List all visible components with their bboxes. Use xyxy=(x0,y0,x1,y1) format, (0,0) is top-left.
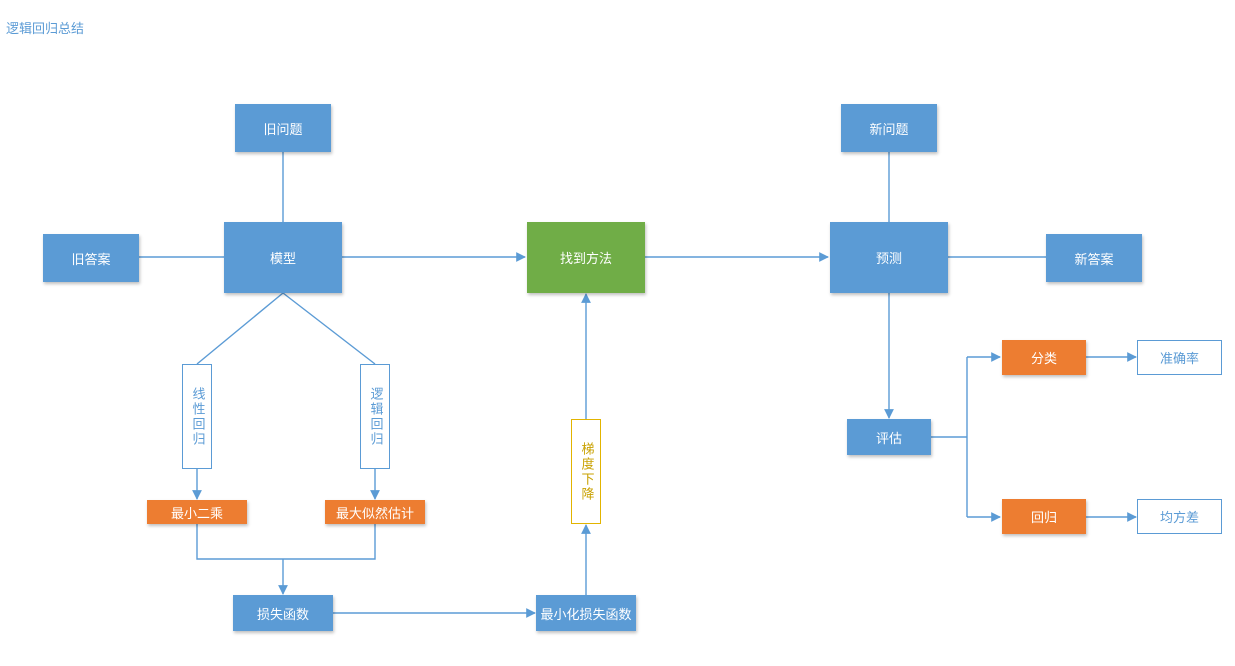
node-model: 模型 xyxy=(224,222,342,293)
node-evaluate: 评估 xyxy=(847,419,931,455)
edge-model-logistic xyxy=(282,292,376,365)
edge-merge-to-loss xyxy=(196,524,376,560)
node-loss-function: 损失函数 xyxy=(233,595,333,631)
page-title: 逻辑回归总结 xyxy=(6,22,85,37)
node-classification: 分类 xyxy=(1002,340,1086,375)
node-logistic-regression: 逻辑回归 xyxy=(360,364,390,469)
node-minimize-loss: 最小化损失函数 xyxy=(536,595,636,631)
node-linear-regression: 线性回归 xyxy=(182,364,212,469)
node-new-question: 新问题 xyxy=(841,104,937,152)
node-old-question: 旧问题 xyxy=(235,104,331,152)
node-find-method: 找到方法 xyxy=(527,222,645,293)
node-new-answer: 新答案 xyxy=(1046,234,1142,282)
edge-model-linear xyxy=(196,292,284,365)
node-regression: 回归 xyxy=(1002,499,1086,534)
node-accuracy: 准确率 xyxy=(1137,340,1222,375)
node-gradient-descent: 梯度下降 xyxy=(571,419,601,524)
node-old-answer: 旧答案 xyxy=(43,234,139,282)
node-predict: 预测 xyxy=(830,222,948,293)
node-least-squares: 最小二乘 xyxy=(147,500,247,524)
node-max-likelihood: 最大似然估计 xyxy=(325,500,425,524)
node-mse: 均方差 xyxy=(1137,499,1222,534)
